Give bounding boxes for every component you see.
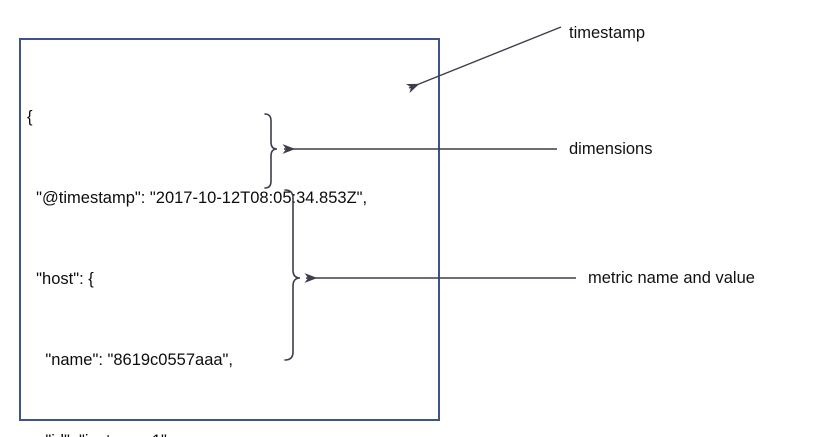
annotation-label-timestamp: timestamp [569,24,646,42]
code-line-timestamp: "@timestamp": "2017-10-12T08:05:34.853Z"… [27,189,368,207]
annotation-label-dimensions: dimensions [569,140,653,158]
code-line: { [27,108,33,126]
code-line-host-open: "host": { [27,270,94,288]
json-document-box [19,38,440,421]
json-document-code: { "@timestamp": "2017-10-12T08:05:34.853… [27,50,427,437]
code-line-host-id: "id": "instance-1" [27,428,427,437]
code-line-host-name: "name": "8619c0557aaa", [27,351,233,369]
annotation-label-metric-name-and-value: metric name and value [588,269,755,287]
